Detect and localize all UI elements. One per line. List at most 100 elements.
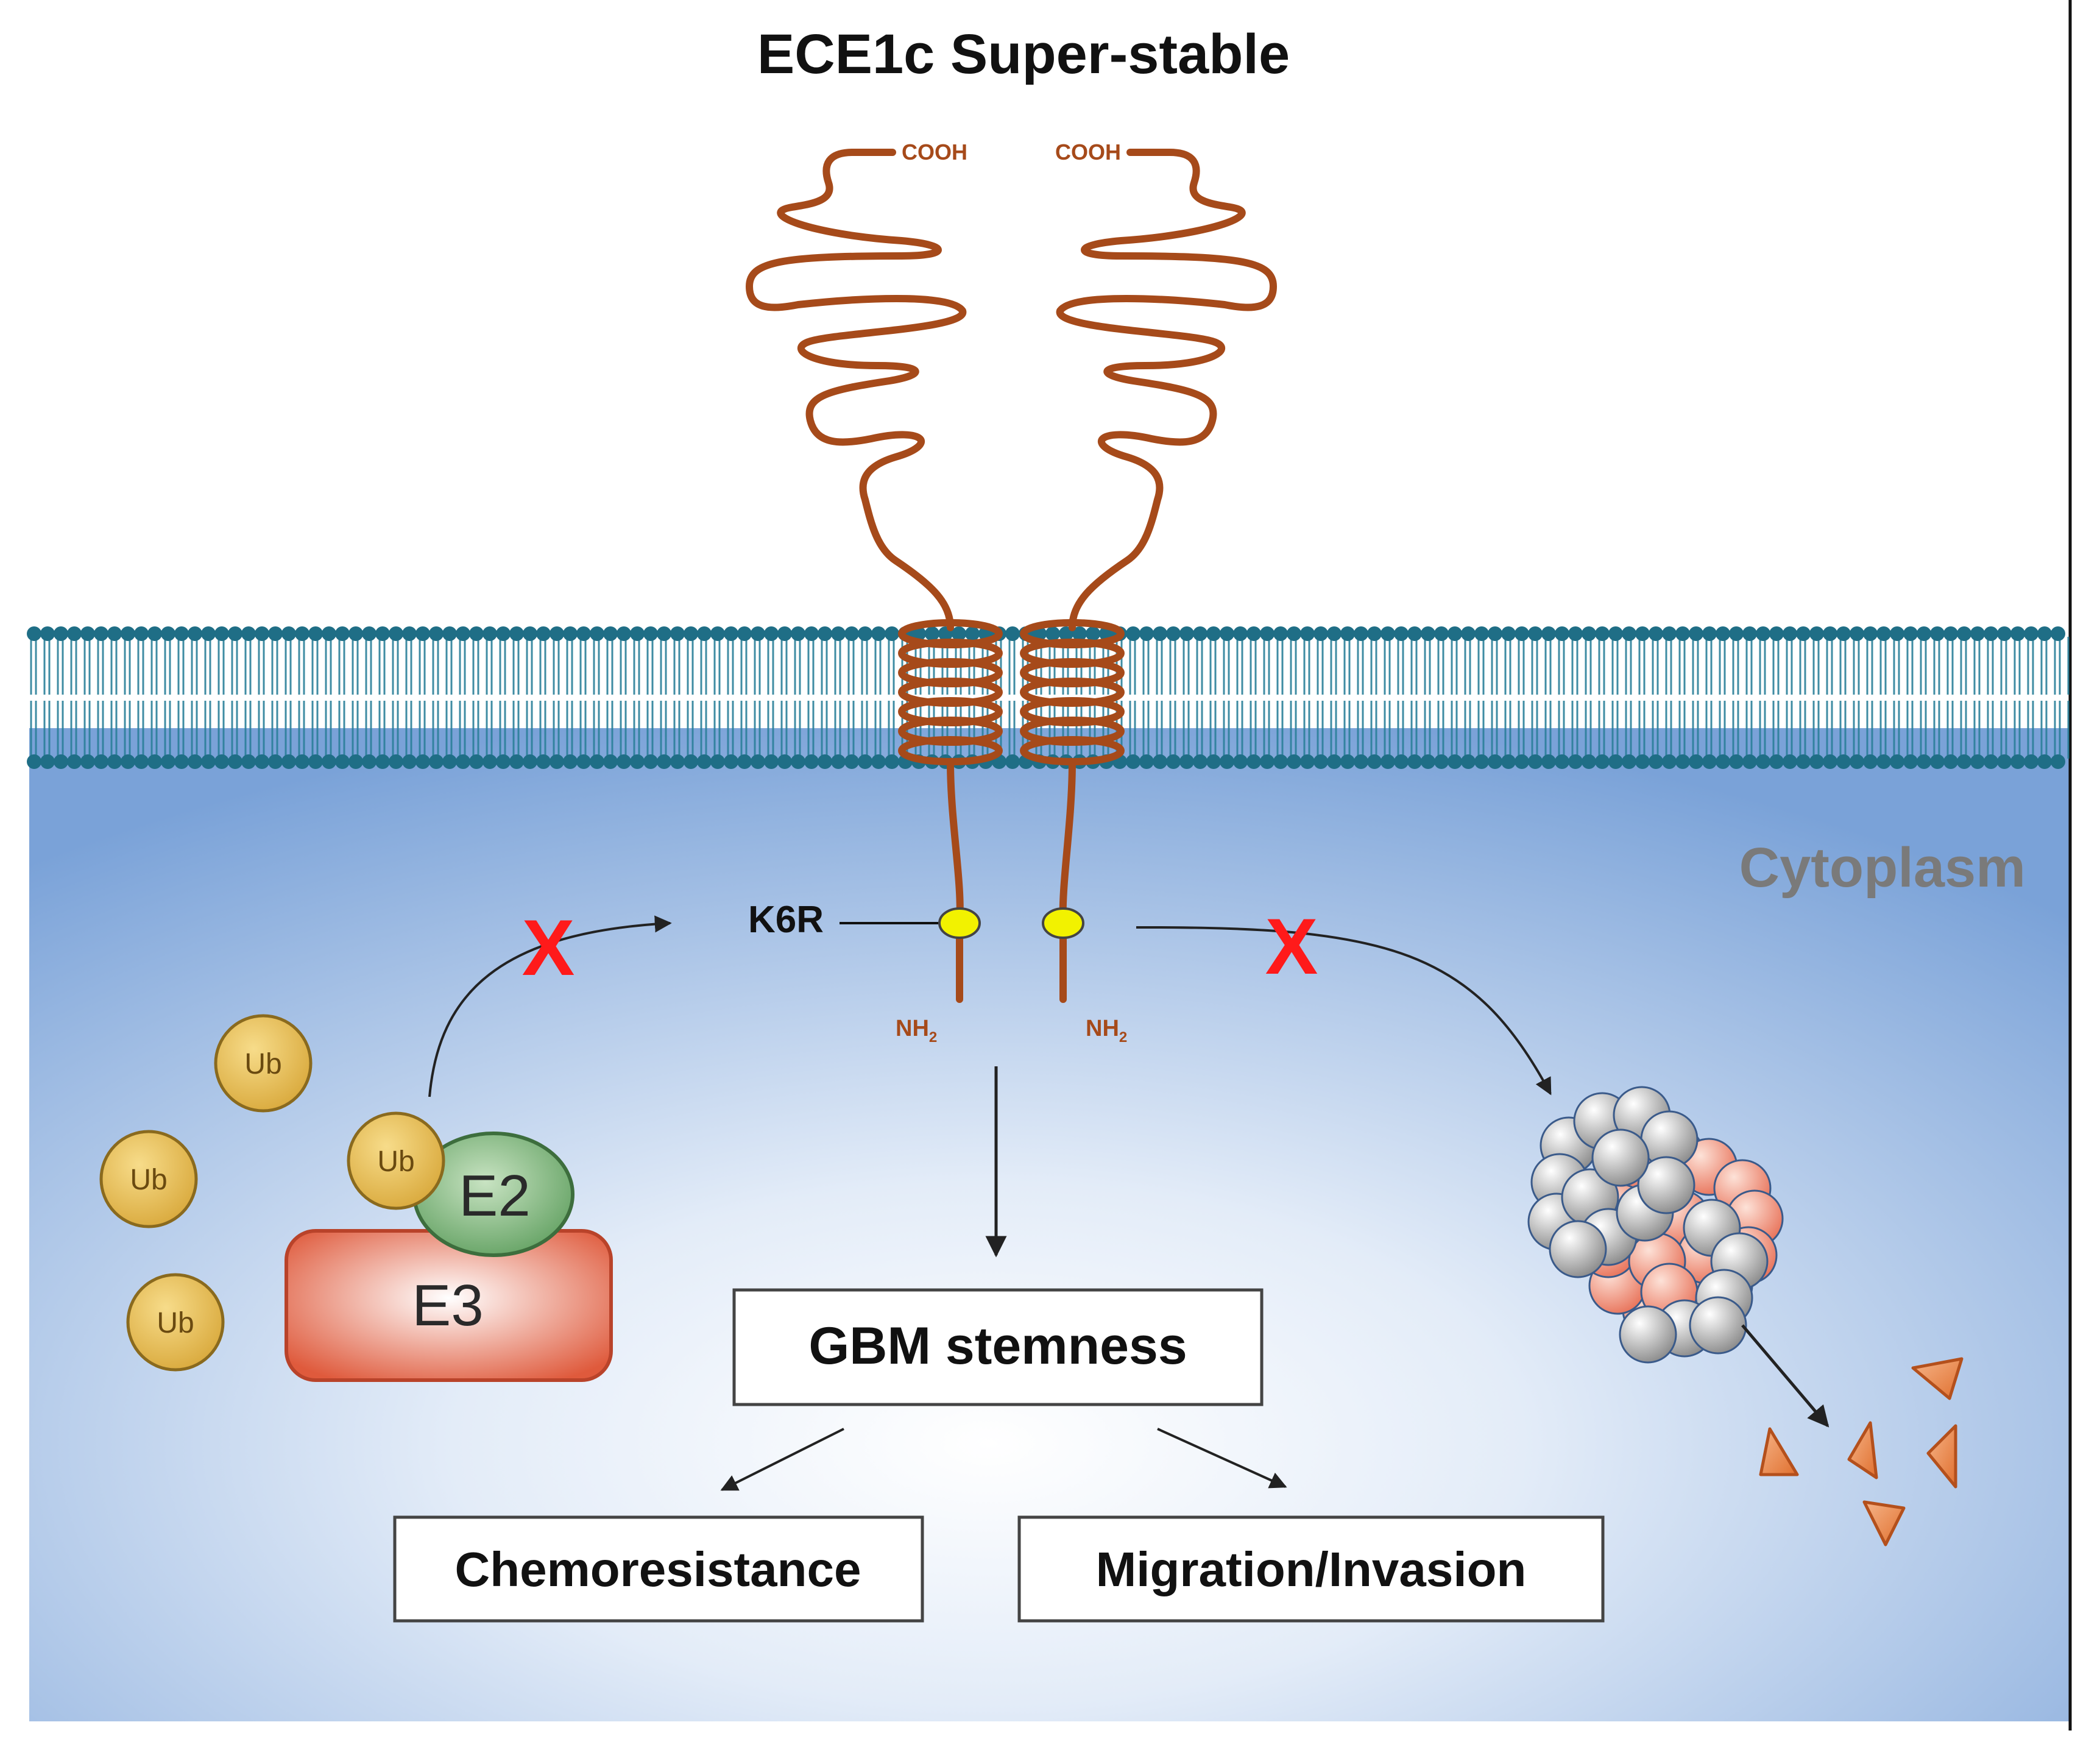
lipid-head [1595, 626, 1610, 641]
lipid-head [1783, 754, 1797, 769]
lipid-head [1769, 626, 1784, 641]
lipid-head [1394, 754, 1409, 769]
lipid-head [751, 754, 765, 769]
lipid-head [831, 754, 846, 769]
gbm-stemness-label: GBM stemness [808, 1317, 1187, 1375]
lipid-head [536, 754, 551, 769]
lipid-head [483, 626, 497, 641]
lipid-head [295, 754, 309, 769]
lipid-head [429, 626, 444, 641]
lipid-head [1957, 626, 1971, 641]
lipid-head [1850, 754, 1864, 769]
lipid-head [818, 626, 832, 641]
lipid-head [818, 754, 832, 769]
lipid-head [1474, 626, 1489, 641]
lipid-head [469, 626, 484, 641]
lipid-head [161, 754, 175, 769]
lipid-head [697, 754, 712, 769]
lipid-head [858, 626, 872, 641]
lipid-head [617, 626, 631, 641]
ece1c-right-extracellular-chain [1056, 149, 1277, 631]
lipid-head [1943, 754, 1958, 769]
ubiquitin-label: Ub [157, 1307, 194, 1339]
lipid-head [94, 626, 108, 641]
lipid-head [1930, 754, 1945, 769]
lipid-head [777, 754, 792, 769]
lipid-head [496, 754, 511, 769]
ece1c-dimer [746, 149, 1277, 1003]
lipid-head [1086, 626, 1100, 641]
lipid-head [764, 754, 779, 769]
lipid-head [576, 754, 591, 769]
lipid-head [1434, 626, 1449, 641]
lipid-head [1381, 754, 1395, 769]
lipid-head [643, 754, 658, 769]
peptide-fragment [1847, 1421, 1878, 1479]
lipid-head [1233, 626, 1248, 641]
lipid-head [442, 626, 457, 641]
lipid-head [550, 626, 564, 641]
lipid-head [2037, 626, 2052, 641]
lipid-head [1166, 626, 1181, 641]
degradation-arrow [1136, 926, 1552, 1096]
proteasome-subunit [1591, 1128, 1650, 1187]
lipid-head [1005, 754, 1020, 769]
lipid-head [362, 626, 377, 641]
lipid-head [710, 626, 725, 641]
lipid-head [322, 626, 336, 641]
lipid-head [1568, 754, 1583, 769]
lipid-head [80, 626, 95, 641]
lipid-head [1796, 754, 1811, 769]
lipid-head [1635, 626, 1650, 641]
lipid-head [1729, 626, 1744, 641]
lipid-head [2024, 754, 2038, 769]
lipid-head [844, 626, 859, 641]
chemoresistance-arrow [720, 1428, 844, 1491]
lipid-head [670, 626, 685, 641]
lipid-head [563, 754, 578, 769]
lipid-head [121, 626, 135, 641]
lipid-head [1206, 754, 1221, 769]
lipid-head [1139, 626, 1154, 641]
lipid-head [1930, 626, 1945, 641]
lipid-head [858, 754, 872, 769]
lipid-head [1139, 754, 1154, 769]
lipid-head [375, 754, 390, 769]
lipid-head [255, 626, 269, 641]
lipid-head [1126, 626, 1140, 641]
lipid-head [576, 626, 591, 641]
lipid-head [1984, 626, 1998, 641]
lipid-head [456, 754, 470, 769]
lipid-head [684, 754, 698, 769]
lipid-head [1876, 754, 1891, 769]
lipid-head [308, 626, 323, 641]
lipid-head [1622, 626, 1636, 641]
lipid-head [1072, 626, 1087, 641]
lipid-head [281, 754, 296, 769]
lipid-head [2051, 626, 2065, 641]
lipid-head [791, 626, 805, 641]
lipid-head [1126, 754, 1140, 769]
lipid-head [1689, 626, 1703, 641]
lipid-head [925, 626, 939, 641]
lipid-head [965, 626, 980, 641]
lipid-head [1997, 626, 2012, 641]
lipid-head [1541, 754, 1556, 769]
lipid-head [1340, 754, 1355, 769]
lipid-head [1622, 754, 1636, 769]
lipid-head [362, 754, 377, 769]
lipid-head [885, 626, 899, 641]
lipid-head [791, 754, 805, 769]
lipid-head [1582, 626, 1596, 641]
lipid-head [1568, 626, 1583, 641]
lipid-head [1273, 754, 1288, 769]
lipid-head [1809, 754, 1824, 769]
lipid-head [1515, 626, 1529, 641]
degradation-blocked-x: X [1265, 902, 1318, 991]
lipid-head [1179, 754, 1194, 769]
lipid-head [1890, 626, 1904, 641]
lipid-head [603, 626, 618, 641]
lipid-head [1903, 626, 1918, 641]
lipid-head [550, 754, 564, 769]
lipid-head [415, 626, 430, 641]
